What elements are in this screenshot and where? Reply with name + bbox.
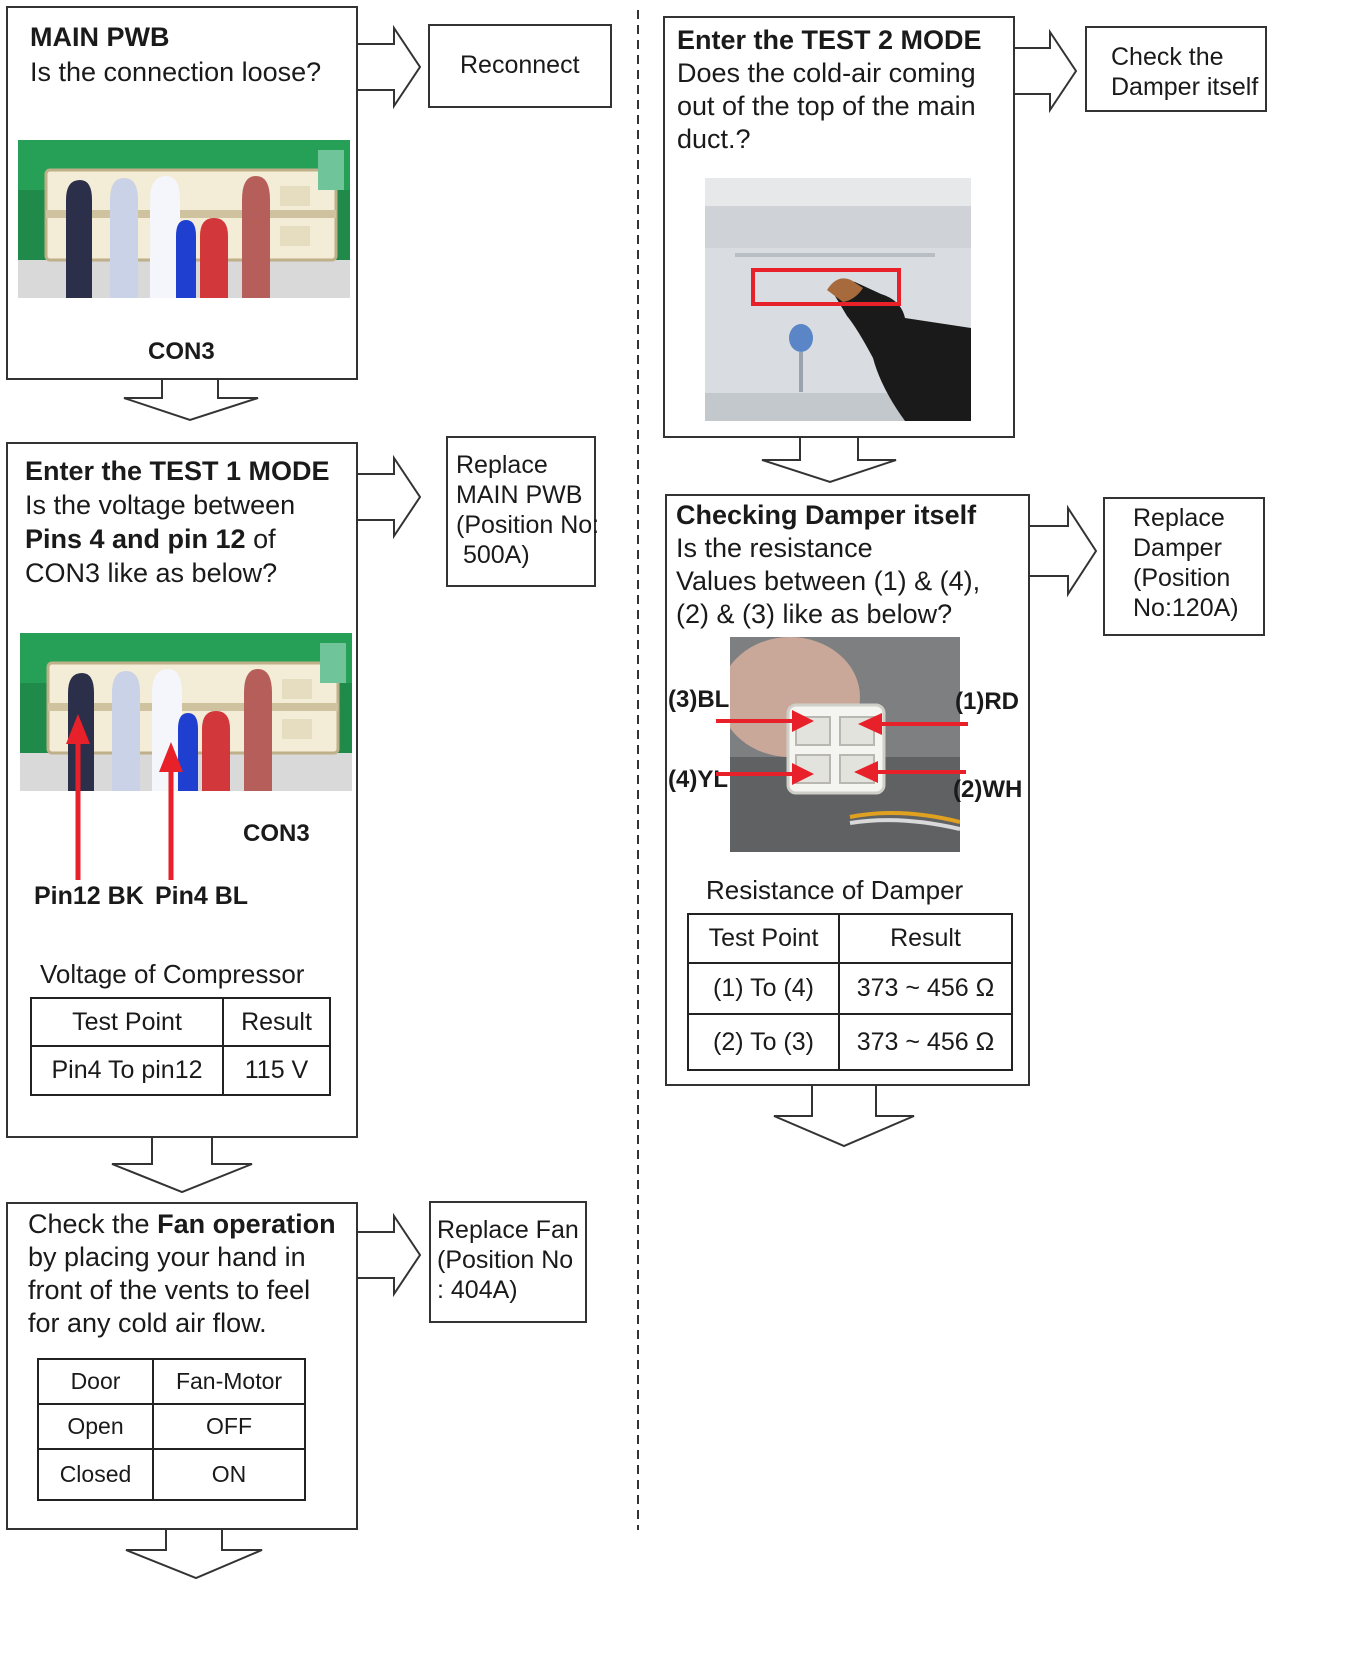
resistance-table-title: Resistance of Damper bbox=[706, 875, 964, 905]
box3-line4: for any cold air flow. bbox=[28, 1308, 267, 1338]
box1-title: MAIN PWB bbox=[30, 22, 170, 52]
resistance-cell-2-3-result: 373 ~ 456 Ω bbox=[838, 1013, 1013, 1071]
voltage-header-testpoint: Test Point bbox=[30, 997, 224, 1047]
action-check-damper: Check the Damper itself bbox=[1085, 26, 1267, 112]
pin4-label: Pin4 BL bbox=[155, 882, 249, 910]
resistance-header-testpoint: Test Point bbox=[687, 913, 840, 964]
fan-cell-off: OFF bbox=[152, 1403, 306, 1450]
voltage-cell-result: 115 V bbox=[222, 1045, 331, 1096]
box5-down-label: Yes bbox=[820, 1090, 865, 1120]
box2-line2-bold: Pins 4 and pin 12 bbox=[25, 524, 246, 554]
box5-line1: Is the resistance bbox=[676, 533, 873, 563]
action-replace-main-pwb: Replace MAIN PWB (Position No: 500A) bbox=[446, 436, 599, 587]
box5-text: Checking Damper itself Is the resistance… bbox=[676, 499, 980, 631]
box3-text: Check the Fan operation by placing your … bbox=[28, 1208, 336, 1340]
damper-pin-bl-label: (3)BL bbox=[668, 686, 730, 713]
damper-pin-rd-label: (1)RD bbox=[955, 688, 1019, 715]
resistance-header-result: Result bbox=[838, 913, 1013, 964]
resistance-cell-1-4: (1) To (4) bbox=[687, 962, 840, 1015]
box1-question: Is the connection loose? bbox=[30, 57, 322, 87]
resistance-cell-1-4-result: 373 ~ 456 Ω bbox=[838, 962, 1013, 1015]
box4-line1: Does the cold-air coming bbox=[677, 58, 976, 88]
box5-line3: (2) & (3) like as below? bbox=[676, 599, 953, 629]
damper-pin-wh-label: (2)WH bbox=[953, 776, 1023, 803]
resistance-table: Test Point Result (1) To (4) 373 ~ 456 Ω… bbox=[687, 913, 1013, 1071]
main-duct-photo bbox=[705, 178, 971, 421]
action-replace-fan: Replace Fan (Position No : 404A) bbox=[429, 1201, 587, 1323]
fan-table: Door Fan-Motor Open OFF Closed ON bbox=[37, 1358, 306, 1501]
action-reconnect: Reconnect bbox=[428, 24, 612, 108]
box2-down-label: Yes bbox=[160, 1142, 205, 1172]
box3-down-label: No bbox=[176, 1531, 211, 1561]
box4-text: Enter the TEST 2 MODE Does the cold-air … bbox=[677, 24, 982, 156]
fan-cell-open: Open bbox=[37, 1403, 154, 1450]
box3-line3: front of the vents to feel bbox=[28, 1275, 311, 1305]
con3-connector-photo bbox=[18, 140, 350, 298]
box2-title: Enter the TEST 1 MODE bbox=[25, 456, 330, 486]
box2-text: Enter the TEST 1 MODE Is the voltage bet… bbox=[25, 454, 330, 590]
voltage-header-result: Result bbox=[222, 997, 331, 1047]
box3-line1-bold: Fan operation bbox=[157, 1209, 336, 1239]
box2-caption: CON3 bbox=[243, 820, 310, 847]
box1-no-label: No bbox=[172, 384, 207, 414]
box1-text: MAIN PWB Is the connection loose? bbox=[30, 20, 321, 90]
box4-line2: out of the top of the main bbox=[677, 91, 976, 121]
box5-no-label: No bbox=[1042, 537, 1077, 567]
box3-yes-label: Yes bbox=[360, 1240, 405, 1270]
fan-cell-closed: Closed bbox=[37, 1448, 154, 1501]
damper-connector-photo bbox=[730, 637, 960, 852]
voltage-table: Test Point Result Pin4 To pin12 115 V bbox=[30, 997, 331, 1096]
box3-line2: by placing your hand in bbox=[28, 1242, 306, 1272]
fan-header-door: Door bbox=[37, 1358, 154, 1405]
con3-pins-photo bbox=[20, 633, 352, 791]
box5-line2: Values between (1) & (4), bbox=[676, 566, 981, 596]
fan-header-motor: Fan-Motor bbox=[152, 1358, 306, 1405]
box2-yes-label: Yes bbox=[360, 482, 405, 512]
box2-line1: Is the voltage between bbox=[25, 490, 296, 520]
box4-title: Enter the TEST 2 MODE bbox=[677, 25, 982, 55]
box1-yes-label: Yes bbox=[360, 52, 405, 82]
box1-caption: CON3 bbox=[148, 338, 215, 365]
pin12-label: Pin12 BK bbox=[34, 882, 144, 910]
voltage-table-title: Voltage of Compressor bbox=[40, 959, 305, 989]
box2-line2-rest: of bbox=[245, 524, 276, 554]
box5-title: Checking Damper itself bbox=[676, 500, 977, 530]
box2-line3: CON3 like as below? bbox=[25, 558, 278, 588]
action-replace-damper: Replace Damper (Position No:120A) bbox=[1103, 497, 1265, 636]
fan-cell-on: ON bbox=[152, 1448, 306, 1501]
box4-line3: duct.? bbox=[677, 124, 751, 154]
box4-down-label: Yes bbox=[810, 448, 855, 478]
voltage-cell-testpoint: Pin4 To pin12 bbox=[30, 1045, 224, 1096]
box3-line1-a: Check the bbox=[28, 1209, 158, 1239]
resistance-cell-2-3: (2) To (3) bbox=[687, 1013, 840, 1071]
damper-pin-yl-label: (4)YL bbox=[668, 766, 728, 793]
box4-no-label: No bbox=[1024, 56, 1059, 86]
